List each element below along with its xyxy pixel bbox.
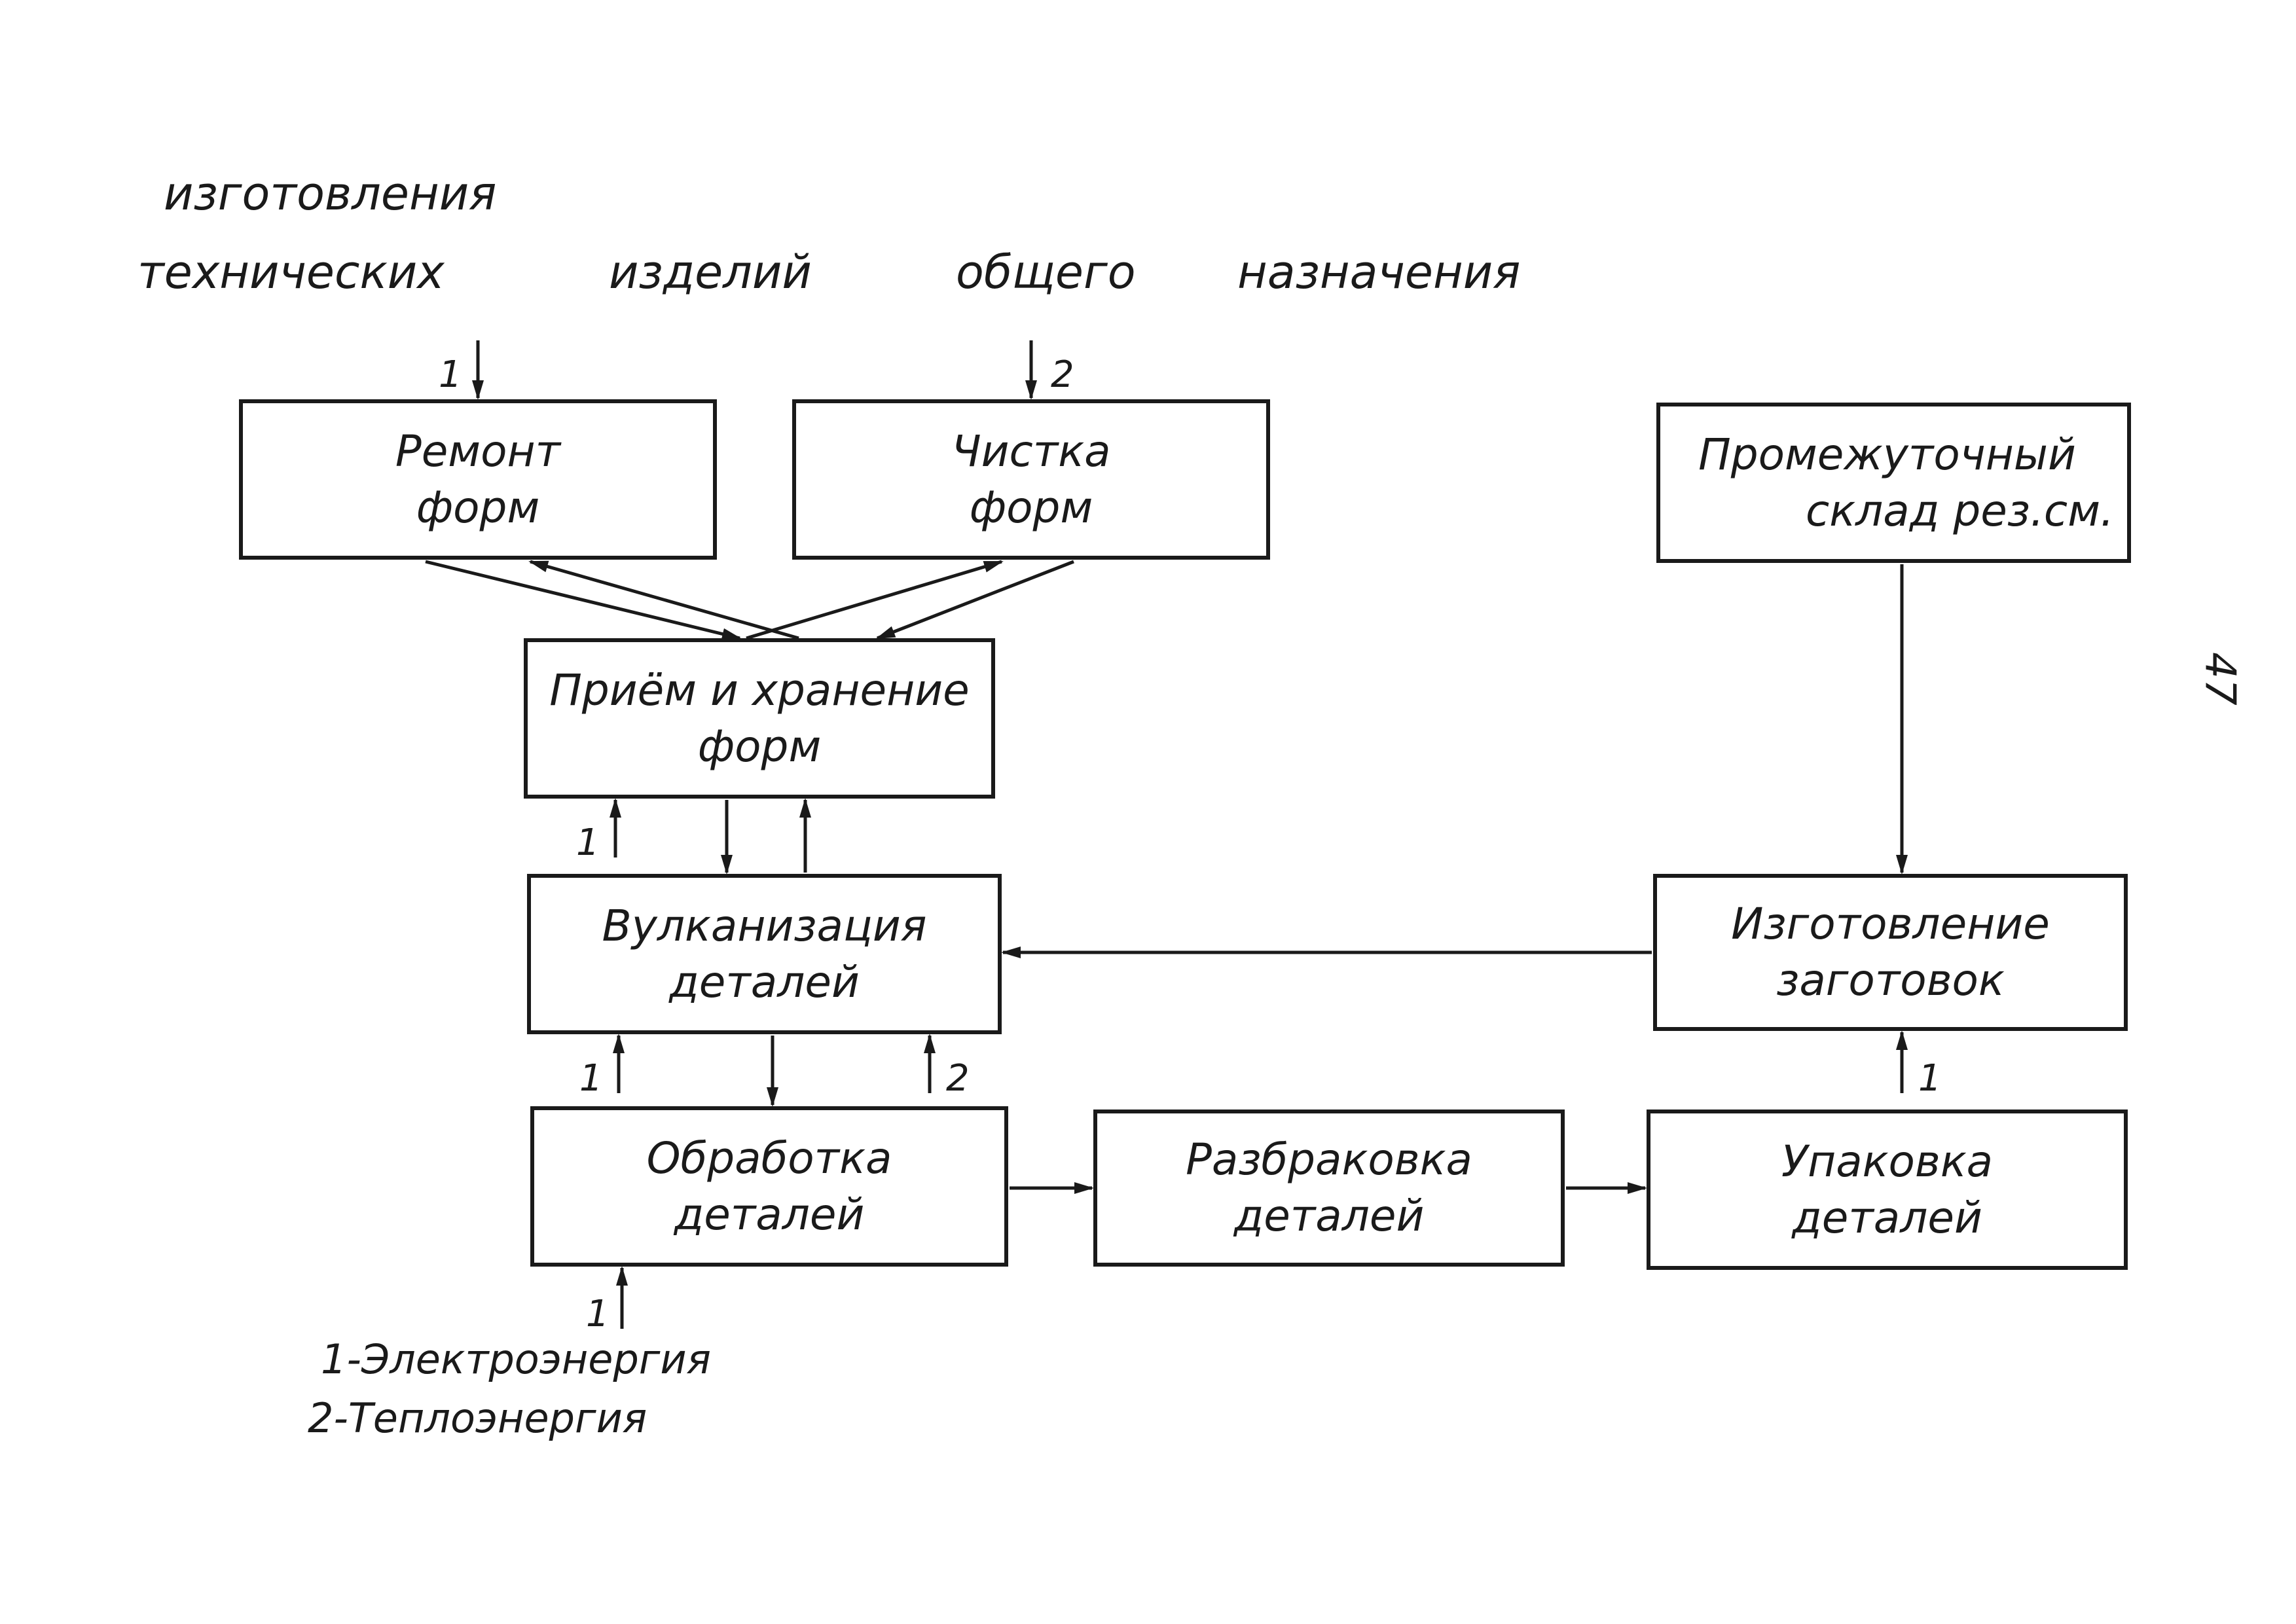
box-intermediate-storage-line1: Промежуточный [1698,429,2076,480]
marker-vulcanization-heat: 2 [946,1057,970,1100]
box-intermediate-storage-line2: склад рез.см. [1805,485,2114,536]
arrow-repair-to-reception [425,560,742,640]
box-mold-cleaning-line2: форм [969,482,1093,533]
box-mold-repair-line1: Ремонт [395,425,561,477]
box-blank-preparation-line1: Изготовление [1731,899,2050,950]
header-line1: изготовления [164,167,497,221]
marker-preparation-energy: 1 [1918,1057,1942,1100]
box-vulcanization-line1: Вулканизация [602,900,927,951]
box-parts-sorting: Разбраковка деталей [1093,1110,1565,1267]
box-mold-cleaning-line1: Чистка [951,425,1111,477]
marker-reception-energy: 1 [576,821,600,864]
box-blank-preparation: Изготовление заготовок [1653,874,2128,1031]
box-mold-reception-storage: Приём и хранение форм [524,638,995,799]
box-blank-preparation-line2: заготовок [1776,955,2005,1005]
marker-cleaning-heat: 2 [1051,353,1074,396]
box-mold-reception-storage-line2: форм [697,721,822,772]
arrow-reception-to-repair [528,560,799,640]
header-word-products: изделий [609,245,812,299]
box-mold-repair: Ремонт форм [239,399,717,560]
arrow-cleaning-to-reception [875,560,1074,640]
box-parts-packing: Упаковка деталей [1647,1110,2128,1270]
box-parts-sorting-line2: деталей [1233,1191,1425,1241]
box-parts-processing-line2: деталей [674,1189,865,1240]
marker-vulcanization-energy: 1 [579,1057,603,1100]
box-intermediate-storage: Промежуточный склад рез.см. [1656,403,2131,563]
page-number: 47 [2195,652,2244,706]
box-mold-cleaning: Чистка форм [792,399,1270,560]
box-parts-sorting-line1: Разбраковка [1186,1134,1472,1185]
header-word-purpose: назначения [1237,245,1521,299]
box-vulcanization: Вулканизация деталей [527,874,1002,1034]
box-vulcanization-line2: деталей [669,956,860,1007]
header-word-technical: технических [137,245,445,299]
legend-electric-energy: 1-Электроэнергия [321,1335,711,1383]
box-parts-processing-line1: Обработка [646,1132,892,1183]
box-parts-packing-line1: Упаковка [1781,1136,1994,1187]
box-parts-processing: Обработка деталей [530,1106,1008,1267]
header-word-general: общего [956,245,1136,299]
marker-repair-energy: 1 [439,353,462,396]
box-mold-repair-line2: форм [416,482,540,533]
legend-heat-energy: 2-Теплоэнергия [308,1394,647,1442]
arrow-reception-to-cleaning [746,560,1004,640]
box-parts-packing-line2: деталей [1792,1192,1982,1243]
box-mold-reception-storage-line1: Приём и хранение [549,664,970,715]
marker-processing-energy: 1 [586,1293,610,1335]
